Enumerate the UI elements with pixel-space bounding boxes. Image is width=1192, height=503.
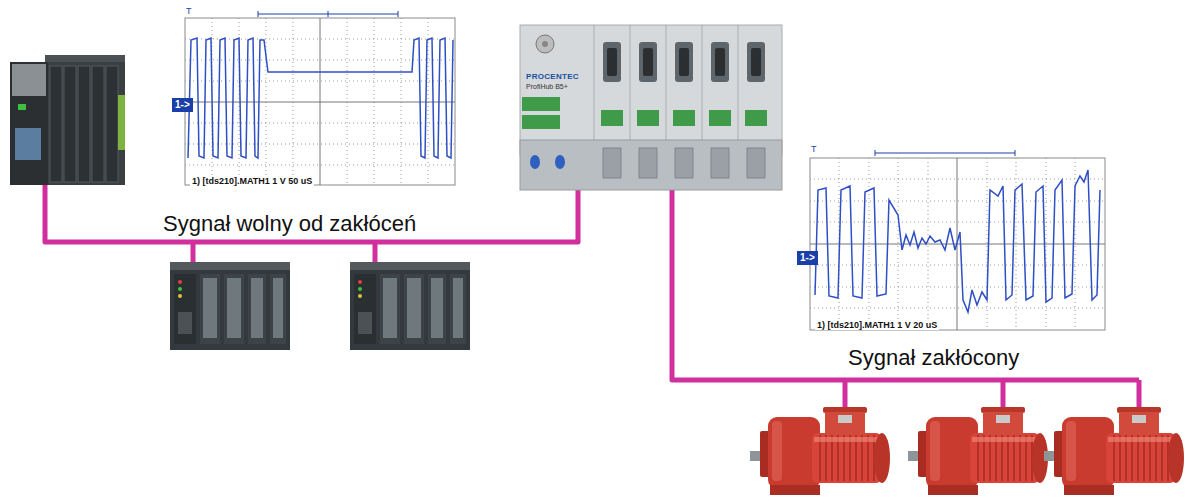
profihub-device: PROCENTEC ProfiHub B5+ — [520, 25, 782, 192]
drawing-part — [10, 62, 48, 185]
drawing-part — [747, 42, 765, 82]
trigger-mark: T — [186, 6, 192, 16]
drawing-part — [702, 25, 703, 155]
drawing-part — [637, 110, 659, 126]
drawing-part — [522, 97, 560, 111]
drawing-part — [185, 18, 455, 185]
drawing-part — [1015, 150, 1016, 156]
drawing-part — [601, 110, 623, 126]
drawing-part — [64, 66, 76, 182]
drawing-part — [607, 48, 617, 76]
drawing-part — [78, 66, 90, 182]
drawing-part — [603, 148, 765, 178]
geared-motor — [750, 407, 890, 495]
drawing-part — [603, 42, 621, 82]
plc-slave — [170, 262, 290, 350]
drawing-part — [715, 48, 725, 76]
geared-motor — [1044, 407, 1184, 495]
drawing-part — [675, 148, 693, 178]
oscilloscope-trace — [810, 150, 1105, 330]
oscilloscope-screen: T 1-> 1) [tds210].MATH1 1 V 50 uS — [172, 8, 457, 192]
drawing-part — [15, 128, 41, 160]
drawing-part — [810, 158, 1105, 330]
drawing-part — [10, 62, 125, 185]
drawing-part — [607, 48, 761, 76]
drawing-part — [810, 158, 1105, 330]
drawing-part — [875, 150, 876, 156]
trigger-mark: T — [811, 144, 817, 154]
drawing-part — [601, 110, 767, 126]
drawing-part — [185, 18, 455, 185]
drawing-part — [542, 41, 548, 47]
drawing-part — [188, 38, 453, 158]
drawing-part — [594, 25, 595, 155]
drawing-part — [50, 66, 62, 182]
drawing-part — [555, 155, 565, 169]
brand-name: PROCENTEC — [526, 72, 579, 81]
drawing-part — [522, 115, 560, 129]
drawing-part — [630, 25, 631, 155]
scope-readout: 1) [tds210].MATH1 1 V 20 uS — [815, 320, 939, 330]
signal-label: Sygnał zakłócony — [845, 346, 1022, 370]
oscilloscope-trace — [185, 11, 455, 185]
drawing-part — [106, 66, 118, 182]
drawing-part — [328, 11, 329, 17]
plc-master — [10, 55, 125, 185]
drawing-part — [373, 242, 378, 262]
drawing-part — [747, 148, 765, 178]
drawing-part — [530, 155, 540, 169]
geared-motor — [908, 407, 1048, 495]
drawing-part — [810, 158, 1105, 330]
drawing-part — [594, 25, 738, 155]
drawing-part — [843, 380, 848, 408]
drawing-part — [92, 66, 104, 182]
plc-slave — [350, 262, 470, 350]
drawing-part — [745, 110, 767, 126]
drawing-part — [679, 48, 689, 76]
drawing-part — [709, 110, 731, 126]
drawing-part — [45, 185, 578, 242]
drawing-part — [118, 95, 125, 150]
drawing-part — [711, 148, 729, 178]
signal-label: Sygnał wolny od zakłóceń — [160, 212, 419, 236]
drawing-part — [398, 11, 399, 17]
drawing-part — [675, 42, 693, 82]
drawing-part — [1137, 380, 1142, 408]
drawing-part — [520, 25, 782, 155]
drawing-part — [643, 48, 653, 76]
channel-marker: 1-> — [172, 98, 193, 112]
drawing-part — [639, 148, 657, 178]
drawing-part — [191, 242, 196, 262]
drawing-part — [875, 153, 1015, 154]
drawing-part — [1001, 380, 1006, 408]
drawing-part — [18, 104, 26, 110]
drawing-part — [711, 42, 729, 82]
channel-marker: 1-> — [797, 251, 818, 265]
drawing-part — [751, 48, 761, 76]
drawing-part — [603, 42, 765, 82]
drawing-part — [603, 148, 621, 178]
drawing-part — [536, 35, 554, 53]
drawing-part — [185, 18, 455, 185]
drawing-part — [12, 64, 46, 96]
drawing-part — [738, 25, 739, 155]
drawing-part — [258, 11, 398, 17]
drawing-part — [520, 140, 782, 190]
drawing-part — [258, 11, 259, 17]
drawing-part — [673, 110, 695, 126]
drawing-part — [639, 42, 657, 82]
profihub-body — [520, 25, 782, 190]
scope-readout: 1) [tds210].MATH1 1 V 50 uS — [190, 176, 314, 186]
drawing-part — [815, 170, 1100, 312]
drawing-part — [875, 150, 1015, 156]
drawing-part — [666, 25, 667, 155]
model-name: ProfiHub B5+ — [526, 83, 568, 91]
oscilloscope-screen: T 1-> 1) [tds210].MATH1 1 V 20 uS — [797, 146, 1107, 336]
